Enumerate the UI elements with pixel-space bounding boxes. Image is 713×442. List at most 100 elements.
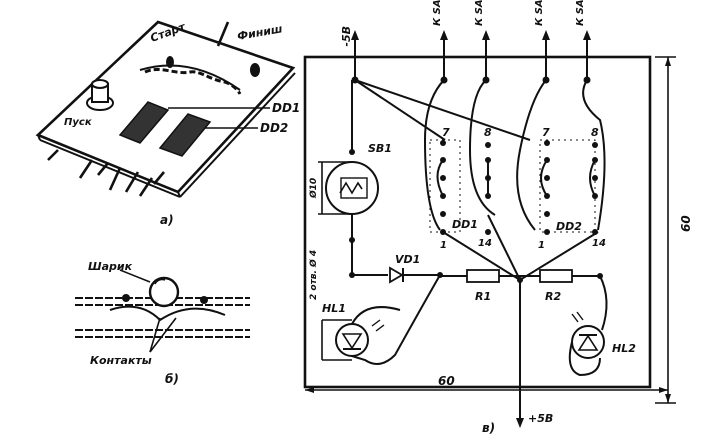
contact-spring (109, 305, 226, 322)
label-vd1: VD1 (395, 253, 420, 266)
trace-ksa4 (582, 79, 606, 231)
dd2-pad-f (592, 175, 598, 181)
dd2-pad-b (544, 175, 550, 181)
label-pin14-dd2: 14 (592, 238, 606, 249)
dd1-pin14 (485, 229, 491, 235)
contact-rivet-2 (200, 296, 208, 304)
dd1-pad-b (440, 175, 446, 181)
dd1-pin8 (485, 142, 491, 148)
pin-7 (153, 171, 165, 185)
hl2-rays (571, 311, 584, 323)
ball-highlight (154, 278, 166, 285)
r2-symbol (539, 269, 573, 283)
label-pin7-dd2: 7 (542, 126, 550, 139)
width-arrow-left (305, 387, 314, 393)
dd2-footprint (539, 139, 596, 233)
label-sb1: SB1 (368, 142, 392, 155)
dd2-right-loop (589, 159, 596, 197)
vd1-symbol (389, 266, 404, 284)
board-outline (35, 20, 296, 194)
dd2-pad-d (544, 211, 550, 217)
label-ball: Шарик (88, 260, 133, 273)
height-arrow-top (665, 57, 671, 66)
hl1-rays (371, 319, 385, 332)
caption-a: а) (160, 213, 174, 227)
board-edge-left (37, 134, 41, 141)
label-ksa3: К SA3 (534, 0, 545, 26)
label-ksa1: К SA1 (432, 0, 443, 26)
label-r2: R2 (545, 290, 561, 303)
sb1-switch (340, 177, 368, 199)
dd1-pad-d (440, 211, 446, 217)
track-contacts (144, 67, 242, 95)
pcb-outline (303, 55, 652, 389)
ball-leader (119, 269, 151, 283)
pin-6 (138, 177, 154, 197)
label-dd2: DD2 (260, 121, 288, 135)
label-pin8-dd2: 8 (591, 126, 599, 139)
dd1-loop (436, 159, 444, 197)
contact-leader-1 (149, 317, 161, 353)
board-edge-right (179, 72, 296, 198)
label-dd2-pcb: DD2 (556, 220, 582, 233)
label-plus5v: +5В (528, 412, 553, 425)
figure-b-ball: Шарик Контакты б) (75, 260, 250, 386)
trace-minus5v-dd2 (354, 79, 531, 141)
dd2-pin8 (592, 142, 598, 148)
label-pusk: Пуск (64, 117, 92, 128)
pin-5 (124, 171, 140, 193)
label-pin7-dd1: 7 (442, 126, 450, 139)
hl1-symbol (341, 333, 363, 350)
figure-v-pcb: 60 60 -5В К SA1 К SA2 К SA3 К SA4 (303, 0, 693, 435)
label-dd1-pcb: DD1 (452, 218, 478, 231)
pin-3 (97, 162, 109, 176)
label-finish: Финиш (236, 22, 283, 43)
trace-hl2-right (599, 275, 608, 331)
start-contact (166, 56, 174, 68)
pusk-button-top (91, 79, 109, 89)
label-height: 60 (679, 215, 693, 232)
pin-1 (47, 149, 59, 161)
height-arrow-bottom (665, 394, 671, 403)
label-ksa4: К SA4 (575, 0, 586, 26)
label-pin1-dd2: 1 (538, 240, 545, 251)
label-dd1: DD1 (272, 101, 300, 115)
label-minus5v: -5В (340, 26, 353, 47)
label-hl1: HL1 (322, 302, 346, 315)
label-contacts: Контакты (90, 354, 152, 367)
label-ksa2: К SA2 (474, 0, 485, 26)
finish-contact (250, 63, 260, 77)
label-holes: 2 отв. Ø 4 (308, 250, 319, 300)
trace-pin14-dd1 (487, 214, 521, 281)
trace-minus5v-dd1 (354, 79, 446, 141)
vd1-pad-left (349, 272, 355, 278)
dd2-pin1 (544, 229, 550, 235)
ball (148, 276, 180, 308)
board-edge-bottom (39, 139, 181, 198)
sb1-outline (325, 161, 379, 215)
label-pin14-dd1: 14 (478, 238, 492, 249)
label-width: 60 (438, 374, 455, 388)
label-dia10: Ø10 (308, 178, 319, 199)
contact-rivet-1 (122, 294, 130, 302)
dd2-pin7 (544, 140, 550, 146)
dd2-loop (540, 159, 548, 197)
dd1-footprint (429, 139, 461, 233)
trace-hl2-loop (568, 341, 601, 377)
figure-a-board: Старт Финиш Пуск DD1 DD2 а) (35, 20, 300, 227)
hl2-symbol (577, 334, 599, 351)
arrow-ksa4 (583, 30, 591, 40)
trace-ksa3 (516, 79, 547, 231)
top-pin (216, 21, 230, 47)
caption-v: в) (482, 421, 495, 435)
arrow-ksa3 (542, 30, 550, 40)
width-arrow-right (659, 387, 668, 393)
label-hl2: HL2 (612, 342, 636, 355)
label-pin1-dd1: 1 (440, 240, 447, 251)
caption-b: б) (165, 372, 179, 386)
label-r1: R1 (475, 290, 491, 303)
pin-2 (78, 159, 94, 179)
trace-hl1 (351, 274, 441, 365)
pin-4 (108, 167, 122, 191)
